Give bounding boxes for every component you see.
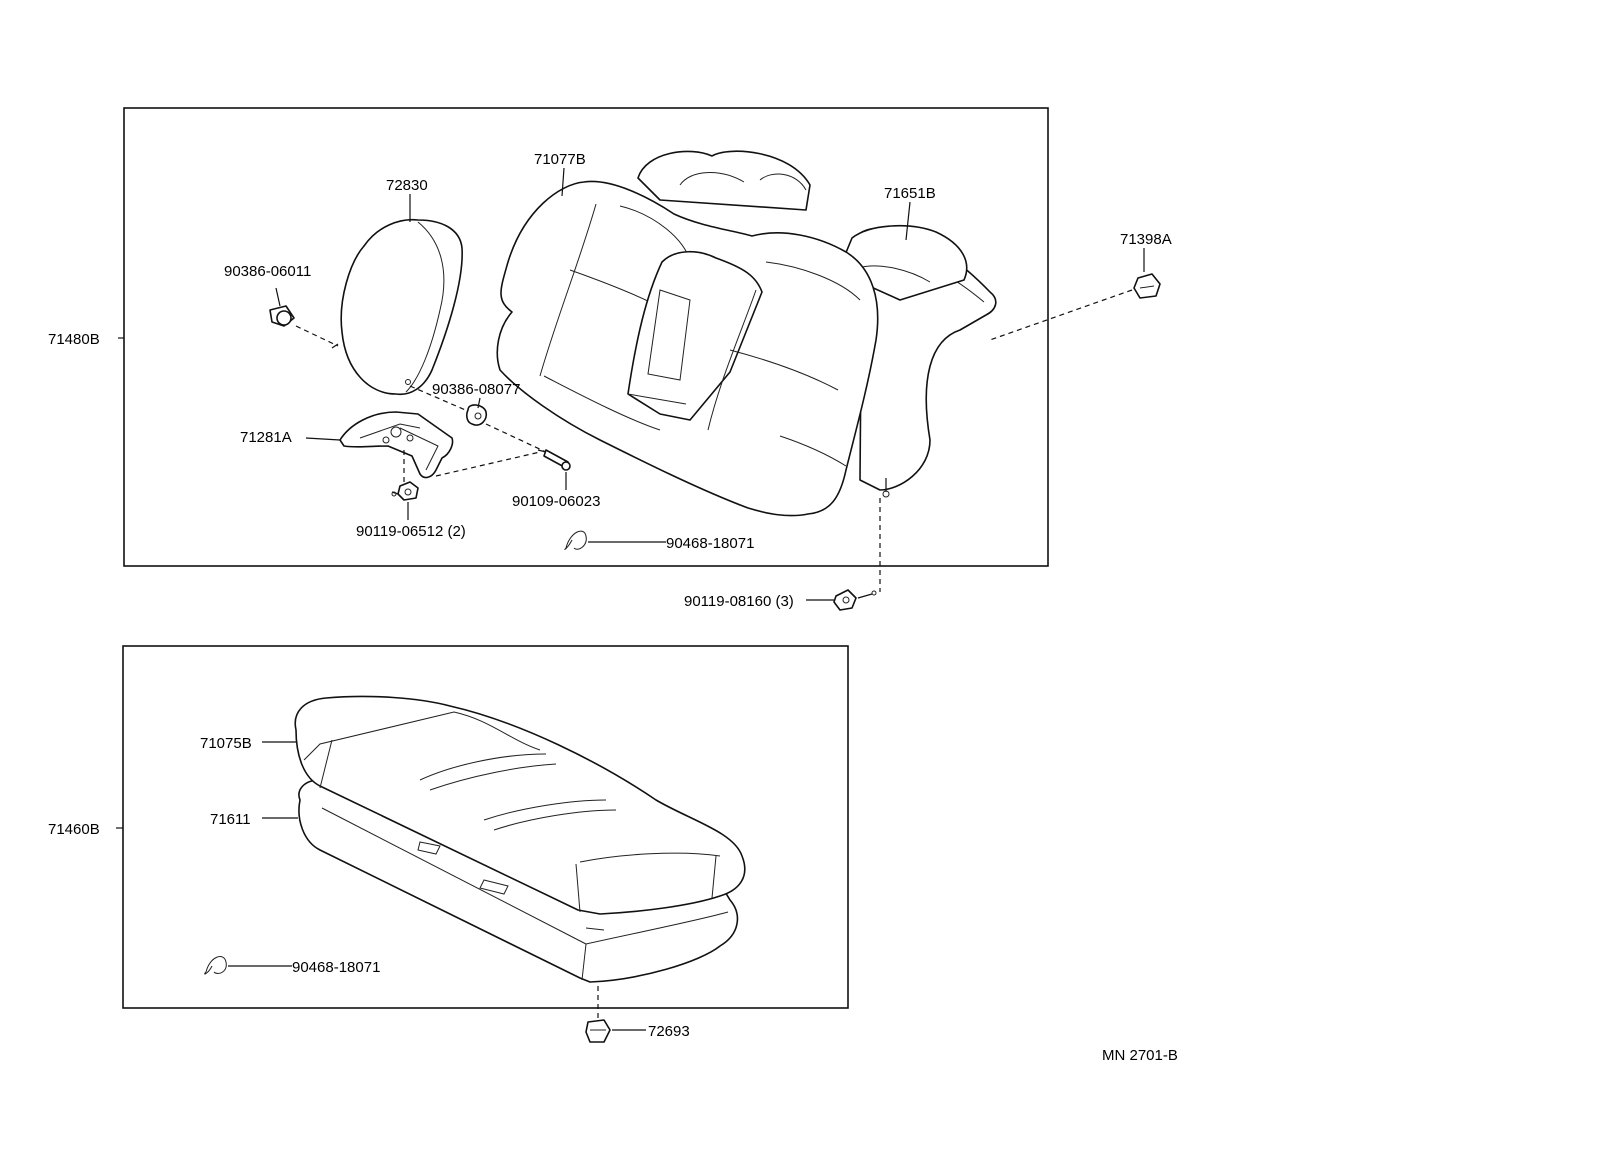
- bolt-90119-06512-drawing: [391, 481, 419, 501]
- bolt-90386-06011-drawing: [269, 305, 339, 347]
- leader-90386-08077: [477, 397, 481, 409]
- bolt-90119-08160-drawing: [833, 498, 881, 611]
- label-71077b: 71077B: [534, 151, 586, 168]
- label-71460b: 71460B: [48, 821, 100, 838]
- label-71398a: 71398A: [1120, 231, 1172, 248]
- headrest-drawing: [331, 218, 463, 396]
- leader-71077b: [561, 167, 565, 197]
- hog-ring-upper-drawing: [564, 530, 587, 551]
- label-90119-06512: 90119-06512 (2): [356, 523, 466, 540]
- hog-ring-lower-drawing: [204, 956, 227, 975]
- leader-71281a: [305, 437, 341, 441]
- label-90468-18071-upper: 90468-18071: [666, 535, 754, 552]
- cushion-drawing: [294, 695, 746, 983]
- bushing-90386-08077-drawing: [409, 385, 547, 453]
- bracket-71281a-drawing: [339, 411, 541, 482]
- label-72830: 72830: [386, 177, 428, 194]
- label-90119-08160: 90119-08160 (3): [684, 593, 794, 610]
- label-72693: 72693: [648, 1023, 690, 1040]
- label-90386-06011: 90386-06011: [224, 263, 311, 280]
- label-71651b: 71651B: [884, 185, 936, 202]
- seatback-frame: [123, 107, 1049, 567]
- pin-90109-06023-drawing: [537, 449, 571, 471]
- label-90386-08077: 90386-08077: [432, 381, 520, 398]
- label-71281a: 71281A: [240, 429, 292, 446]
- clip-71398a-drawing: [989, 273, 1161, 341]
- diagram-reference-code: MN 2701-B: [1102, 1047, 1178, 1064]
- label-90468-18071-lower: 90468-18071: [292, 959, 380, 976]
- leader-71651b: [905, 201, 911, 241]
- clip-72693-drawing: [585, 986, 646, 1043]
- label-90109-06023: 90109-06023: [512, 493, 600, 510]
- leader-90386-06011: [275, 287, 281, 307]
- label-71075b: 71075B: [200, 735, 252, 752]
- label-71480b: 71480B: [48, 331, 100, 348]
- cushion-frame: [122, 645, 849, 1009]
- label-71611: 71611: [210, 811, 251, 828]
- seatback-drawing: [496, 150, 997, 517]
